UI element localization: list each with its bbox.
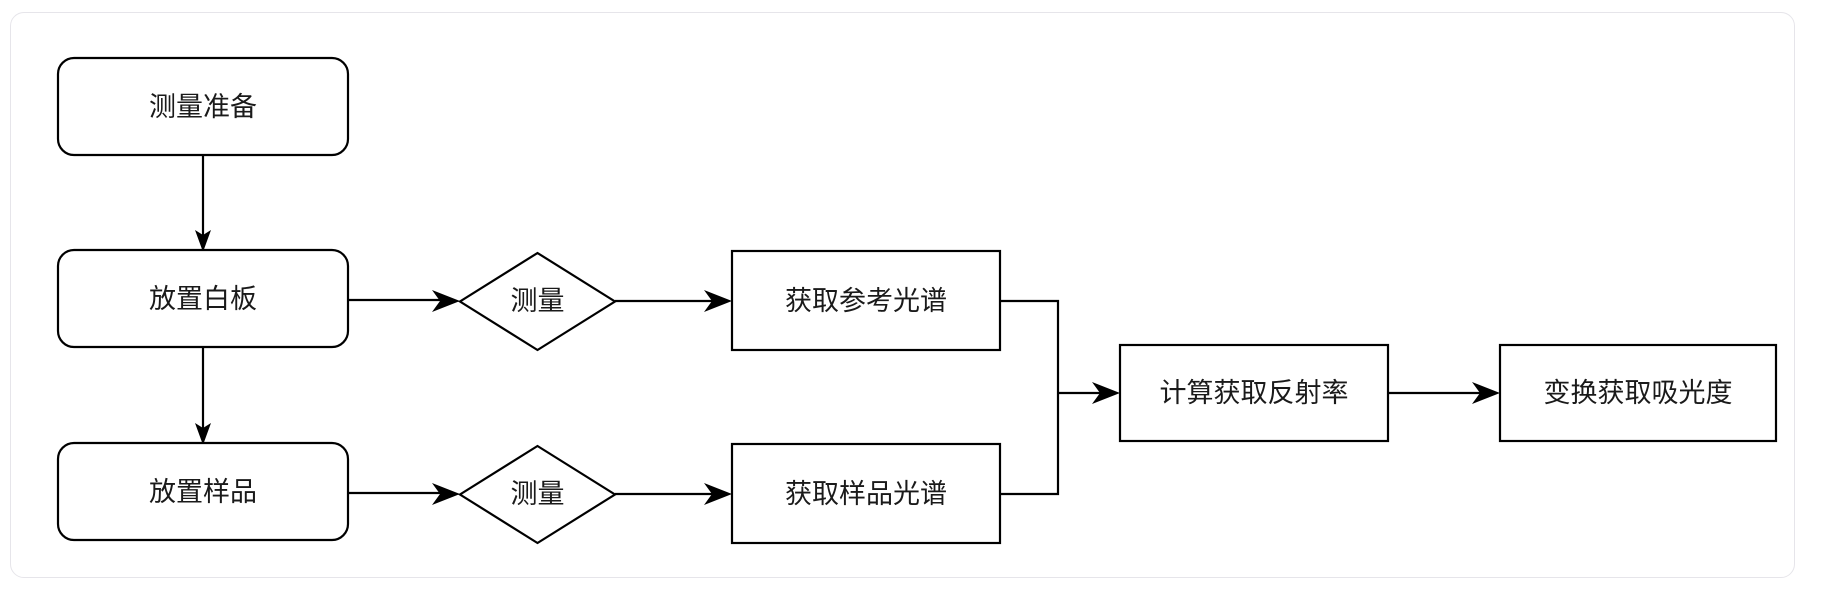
edge-merge-to-reflectance [1058, 382, 1120, 404]
arrowhead-icon [1472, 382, 1500, 404]
node-ref-spectrum[interactable]: 获取参考光谱 [730, 249, 1002, 352]
edge-smp-spectrum-to-reflectance [1000, 393, 1060, 496]
arrowhead-icon [195, 230, 211, 252]
node-measure-smp-label: 测量 [511, 479, 565, 509]
node-sample[interactable]: 放置样品 [56, 441, 350, 542]
node-smp-spectrum-shape [730, 442, 1002, 545]
arrowhead-icon [704, 290, 732, 312]
arrowhead-icon [432, 290, 460, 312]
node-sample-label: 放置样品 [149, 477, 257, 507]
node-reflectance-shape [1118, 343, 1390, 443]
node-absorbance[interactable]: 变换获取吸光度 [1498, 343, 1778, 443]
node-smp-spectrum-label: 获取样品光谱 [785, 479, 947, 509]
node-white-board-label: 放置白板 [149, 284, 257, 314]
node-smp-spectrum[interactable]: 获取样品光谱 [730, 442, 1002, 545]
node-measure-smp-shape [457, 444, 618, 545]
node-prepare[interactable]: 测量准备 [56, 56, 350, 157]
node-reflectance[interactable]: 计算获取反射率 [1118, 343, 1390, 443]
node-measure-ref[interactable]: 测量 [457, 251, 618, 352]
node-absorbance-label: 变换获取吸光度 [1544, 378, 1733, 408]
node-measure-smp[interactable]: 测量 [457, 444, 618, 545]
node-prepare-shape [56, 56, 350, 157]
node-absorbance-shape [1498, 343, 1778, 443]
edge-ref-spectrum-to-reflectance [1000, 299, 1060, 393]
edge-white-board-to-sample [195, 347, 211, 445]
node-prepare-label: 测量准备 [149, 92, 257, 122]
edge-measure-ref-to-ref-spectrum [615, 290, 732, 312]
node-reflectance-label: 计算获取反射率 [1160, 378, 1349, 408]
arrowhead-icon [704, 483, 732, 505]
node-ref-spectrum-label: 获取参考光谱 [785, 286, 947, 316]
node-measure-ref-shape [457, 251, 618, 352]
node-white-board[interactable]: 放置白板 [56, 248, 350, 349]
arrowhead-icon [432, 483, 460, 505]
edge-prepare-to-white-board [195, 155, 211, 252]
edge-reflectance-to-absorbance [1388, 382, 1500, 404]
edge-sample-to-measure-smp [348, 483, 460, 505]
arrowhead-icon [195, 423, 211, 445]
edge-white-board-to-measure-ref [348, 290, 460, 312]
edge-measure-smp-to-smp-spectrum [615, 483, 732, 505]
node-white-board-shape [56, 248, 350, 349]
node-ref-spectrum-shape [730, 249, 1002, 352]
node-sample-shape [56, 441, 350, 542]
node-measure-ref-label: 测量 [511, 286, 565, 316]
arrowhead-icon [1092, 382, 1120, 404]
